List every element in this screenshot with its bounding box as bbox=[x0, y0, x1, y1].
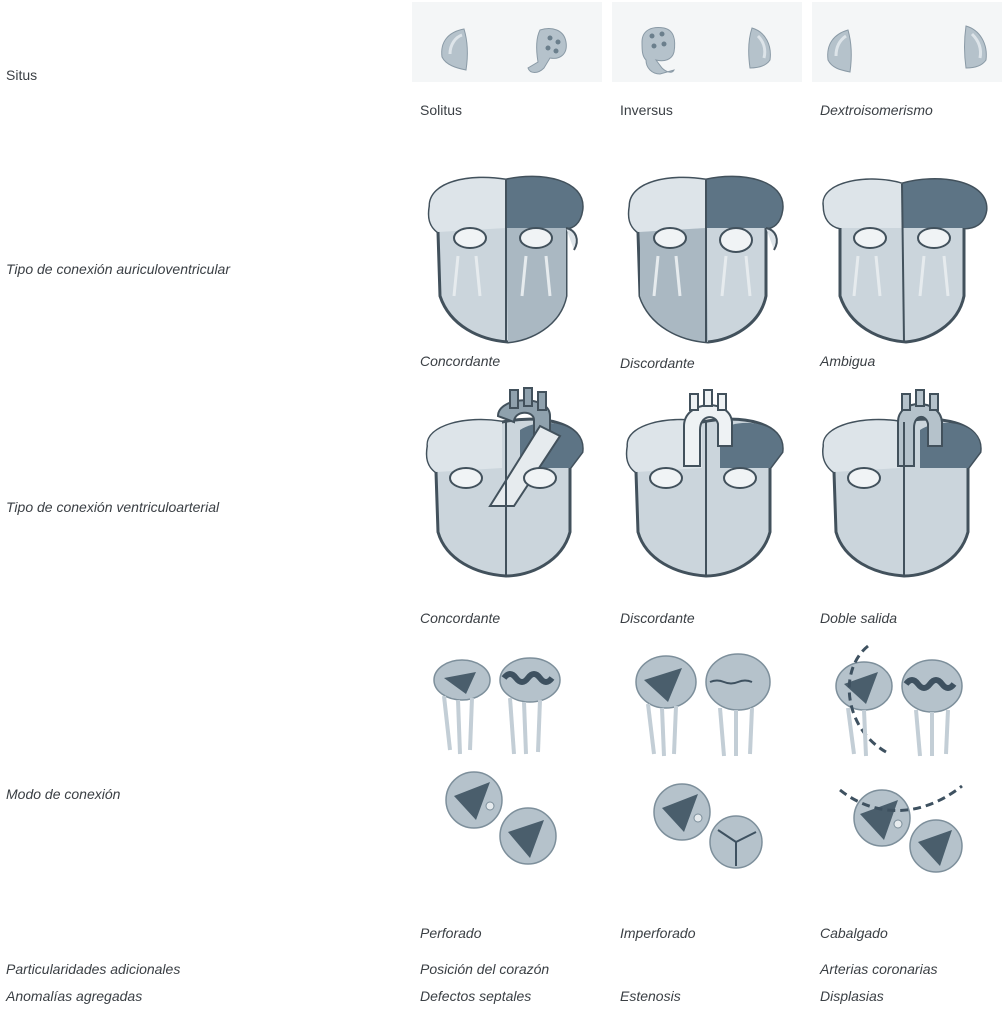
option-label-inversus: Inversus bbox=[620, 102, 673, 118]
option-label-va-doble-salida: Doble salida bbox=[820, 610, 897, 626]
option-label-cabalgado: Cabalgado bbox=[820, 925, 888, 941]
situs-inversus-image bbox=[612, 2, 802, 82]
heart-av-ambigua-image bbox=[810, 166, 1000, 346]
option-label-defectos-septales: Defectos septales bbox=[420, 988, 531, 1004]
option-label-va-concordante: Concordante bbox=[420, 610, 500, 626]
option-label-av-concordante: Concordante bbox=[420, 353, 500, 369]
row-label-associated: Anomalías agregadas bbox=[6, 988, 142, 1004]
valve-cabalgado-side-image bbox=[824, 642, 994, 762]
heart-va-discordante-image bbox=[610, 386, 810, 578]
option-label-estenosis: Estenosis bbox=[620, 988, 681, 1004]
situs-solitus-image bbox=[412, 2, 602, 82]
option-label-solitus: Solitus bbox=[420, 102, 462, 118]
valve-cabalgado-top-image bbox=[836, 766, 986, 876]
option-label-perforado: Perforado bbox=[420, 925, 481, 941]
heart-va-concordante-image bbox=[410, 386, 610, 578]
option-label-displasias: Displasias bbox=[820, 988, 884, 1004]
option-label-imperforado: Imperforado bbox=[620, 925, 695, 941]
option-label-dextroisomerismo: Dextroisomerismo bbox=[820, 102, 933, 118]
row-label-av-connection: Tipo de conexión auriculoventricular bbox=[6, 261, 230, 277]
option-label-av-discordante: Discordante bbox=[620, 355, 695, 371]
option-label-posicion-corazon: Posición del corazón bbox=[420, 961, 549, 977]
option-label-va-discordante: Discordante bbox=[620, 610, 695, 626]
heart-va-doble-salida-image bbox=[810, 386, 1000, 578]
row-label-situs: Situs bbox=[6, 67, 37, 83]
option-label-av-ambigua: Ambigua bbox=[820, 353, 875, 369]
heart-av-discordante-image bbox=[610, 166, 810, 346]
valve-imperforado-side-image bbox=[624, 650, 784, 760]
heart-av-concordante-image bbox=[410, 166, 610, 346]
situs-dextroisomerismo-image bbox=[812, 2, 1002, 82]
row-label-connection-mode: Modo de conexión bbox=[6, 786, 120, 802]
option-label-arterias-coronarias: Arterias coronarias bbox=[820, 961, 938, 977]
row-label-va-connection: Tipo de conexión ventriculoarterial bbox=[6, 499, 219, 515]
row-label-additional: Particularidades adicionales bbox=[6, 961, 180, 977]
valve-perforado-top-image bbox=[440, 762, 570, 872]
valve-imperforado-top-image bbox=[648, 776, 778, 876]
valve-perforado-side-image bbox=[420, 650, 580, 760]
